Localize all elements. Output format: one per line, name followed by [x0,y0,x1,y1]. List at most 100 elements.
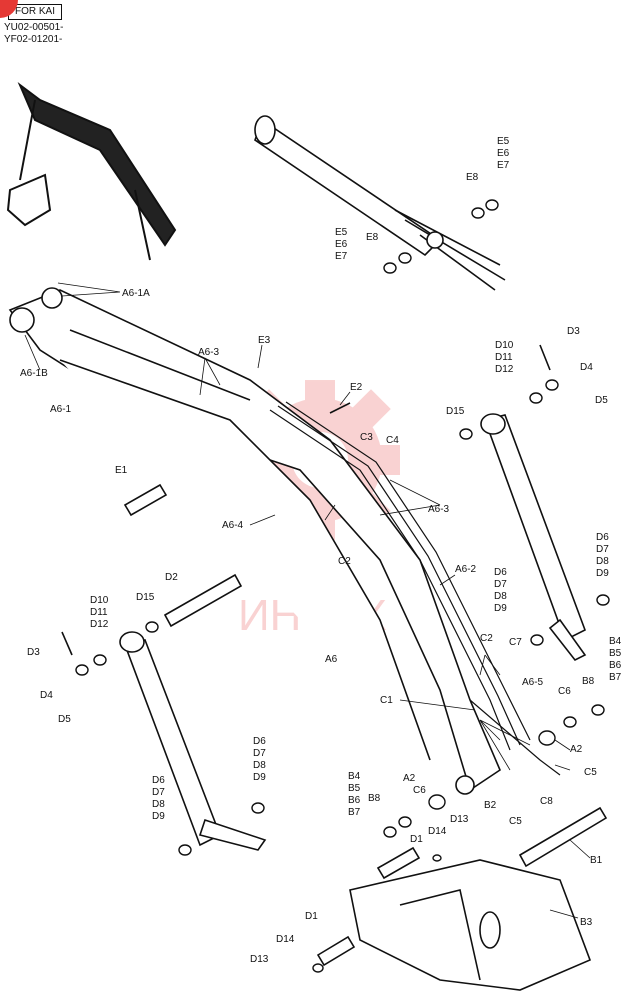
callout-d9: D9 [494,603,507,614]
callout-d2: D2 [165,572,178,583]
callout-b1: B1 [590,855,603,866]
part-callouts: A6-1A A6-1B A6-1 A6-3 A6-3 A6-4 A6-2 A6-… [20,136,622,965]
boom-hydraulic-lines [269,401,561,776]
callout-c8: C8 [540,796,553,807]
callout-d14: D14 [428,826,447,837]
callout-a6-5: A6-5 [522,677,544,688]
callout-e7: E7 [335,251,348,262]
callout-a6-4: A6-4 [222,520,244,531]
callout-c7: C7 [509,637,522,648]
bolt-d3-right [539,344,551,371]
bolt-d3-left [61,631,73,656]
callout-e7: E7 [497,160,510,171]
bolt-e2 [329,402,351,414]
washers [75,199,610,973]
callout-b4: B4 [348,771,361,782]
callout-a6-1b: A6-1B [20,368,48,379]
callout-d12: D12 [495,364,514,375]
pins [61,344,608,967]
callout-a6: A6 [325,654,338,665]
callout-d14: D14 [276,934,295,945]
callout-d10: D10 [90,595,109,606]
callout-c6: C6 [413,785,426,796]
boom-foot-bracket [349,859,592,991]
callout-d6: D6 [494,567,507,578]
serial-range-2: YF02-01201- [4,34,63,45]
callout-d6: D6 [253,736,266,747]
callout-e2: E2 [350,382,363,393]
callout-d11: D11 [495,352,513,363]
pin-e1 [123,483,168,517]
callout-d4: D4 [40,690,53,701]
callout-d10: D10 [495,340,514,351]
callout-c5: C5 [584,767,597,778]
callout-d4: D4 [580,362,593,373]
callout-d11: D11 [90,607,108,618]
callout-b5: B5 [609,648,622,659]
callout-c2: C2 [480,633,493,644]
callout-d5: D5 [595,395,608,406]
callout-d6: D6 [152,775,165,786]
callout-d7: D7 [494,579,507,590]
callout-e6: E6 [335,239,348,250]
callout-e8: E8 [366,232,379,243]
callout-e8: E8 [466,172,479,183]
callout-e5: E5 [497,136,510,147]
leader-lines [24,282,591,919]
pin-b1 [518,806,608,868]
corner-badge [0,0,18,18]
callout-d15: D15 [446,406,465,417]
callout-e3: E3 [258,335,271,346]
callout-b5: B5 [348,783,361,794]
callout-d7: D7 [152,787,165,798]
serial-range-1: YU02-00501- [4,22,64,33]
pin-d1-upper [376,846,421,880]
callout-d6: D6 [596,532,609,543]
callout-b6: B6 [348,795,361,806]
callout-d9: D9 [596,568,609,579]
boom-structure [8,287,501,795]
callout-e5: E5 [335,227,348,238]
callout-d7: D7 [253,748,266,759]
callout-a6-3: A6-3 [198,347,220,358]
callout-b3: B3 [580,917,593,928]
callout-d8: D8 [152,799,165,810]
callout-e6: E6 [497,148,510,159]
callout-d8: D8 [494,591,507,602]
callout-c3: C3 [360,432,373,443]
arm-cylinder-right [480,413,587,662]
callout-d8: D8 [253,760,266,771]
callout-d5: D5 [58,714,71,725]
callout-a6-1a: A6-1A [122,288,150,299]
callout-a2: A2 [403,773,416,784]
callout-d13: D13 [250,954,269,965]
callout-d12: D12 [90,619,109,630]
excavator-thumbnail-icon [6,81,177,261]
callout-d3: D3 [27,647,40,658]
callout-a6-3: A6-3 [428,504,450,515]
callout-b7: B7 [348,807,361,818]
callout-d1: D1 [305,911,318,922]
callout-b2: B2 [484,800,497,811]
callout-a6-1: A6-1 [50,404,72,415]
pin-d1-lower [316,935,356,967]
callout-c6: C6 [558,686,571,697]
boom-cylinder-left [119,631,267,851]
arm-cylinder-top [254,115,506,291]
callout-d15: D15 [136,592,155,603]
callout-c2: C2 [338,556,351,567]
callout-c4: C4 [386,435,399,446]
callout-b8: B8 [368,793,381,804]
callout-d7: D7 [596,544,609,555]
callout-a2: A2 [570,744,583,755]
callout-b7: B7 [609,672,622,683]
callout-d8: D8 [596,556,609,567]
callout-d9: D9 [152,811,165,822]
callout-d3: D3 [567,326,580,337]
callout-b6: B6 [609,660,622,671]
callout-a6-2: A6-2 [455,564,477,575]
callout-b8: B8 [582,676,595,687]
callout-c1: C1 [380,695,393,706]
callout-b4: B4 [609,636,622,647]
